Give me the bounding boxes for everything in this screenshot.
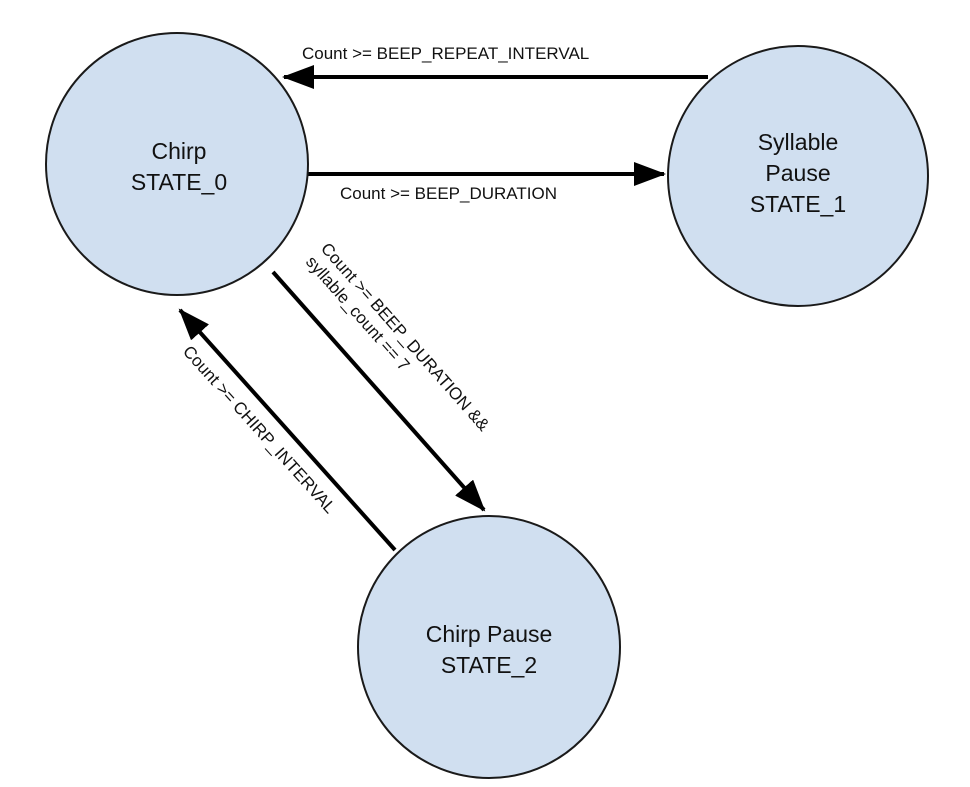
edge-label-state0-to-state1: Count >= BEEP_DURATION <box>340 184 557 203</box>
state-node-state0: Chirp STATE_0 <box>45 32 309 296</box>
edge-label-state1-to-state0: Count >= BEEP_REPEAT_INTERVAL <box>302 44 589 63</box>
state-label-state2-line-2: STATE_2 <box>441 652 537 678</box>
state-node-state2: Chirp Pause STATE_2 <box>357 515 621 779</box>
state-label-state2-line-1: Chirp Pause <box>426 621 553 647</box>
state-label-state0-line-1: Chirp <box>152 138 207 164</box>
edge-label-state0-to-state2-line-1: Count >= BEEP_DURATION && <box>317 239 494 435</box>
state-label-state1-line-1: Syllable <box>758 129 839 155</box>
state-circle-state0 <box>45 32 309 296</box>
state-circle-state1 <box>667 45 929 307</box>
edge-label-state0-to-state2: Count >= BEEP_DURATION && syllable_count… <box>302 239 494 435</box>
edge-state0-to-state2 <box>271 270 486 512</box>
state-node-state1: Syllable Pause STATE_1 <box>667 45 929 307</box>
edge-label-state2-to-state0: Count >= CHIRP_INTERVAL <box>179 342 339 517</box>
edge-label-state2-to-state0-line: Count >= CHIRP_INTERVAL <box>179 342 339 517</box>
edge-state2-to-state0 <box>178 308 397 552</box>
state-label-state0-line-2: STATE_0 <box>131 169 227 195</box>
state-label-state1-line-3: STATE_1 <box>750 191 846 217</box>
state-circle-state2 <box>357 515 621 779</box>
state-label-state1-line-2: Pause <box>765 160 830 186</box>
